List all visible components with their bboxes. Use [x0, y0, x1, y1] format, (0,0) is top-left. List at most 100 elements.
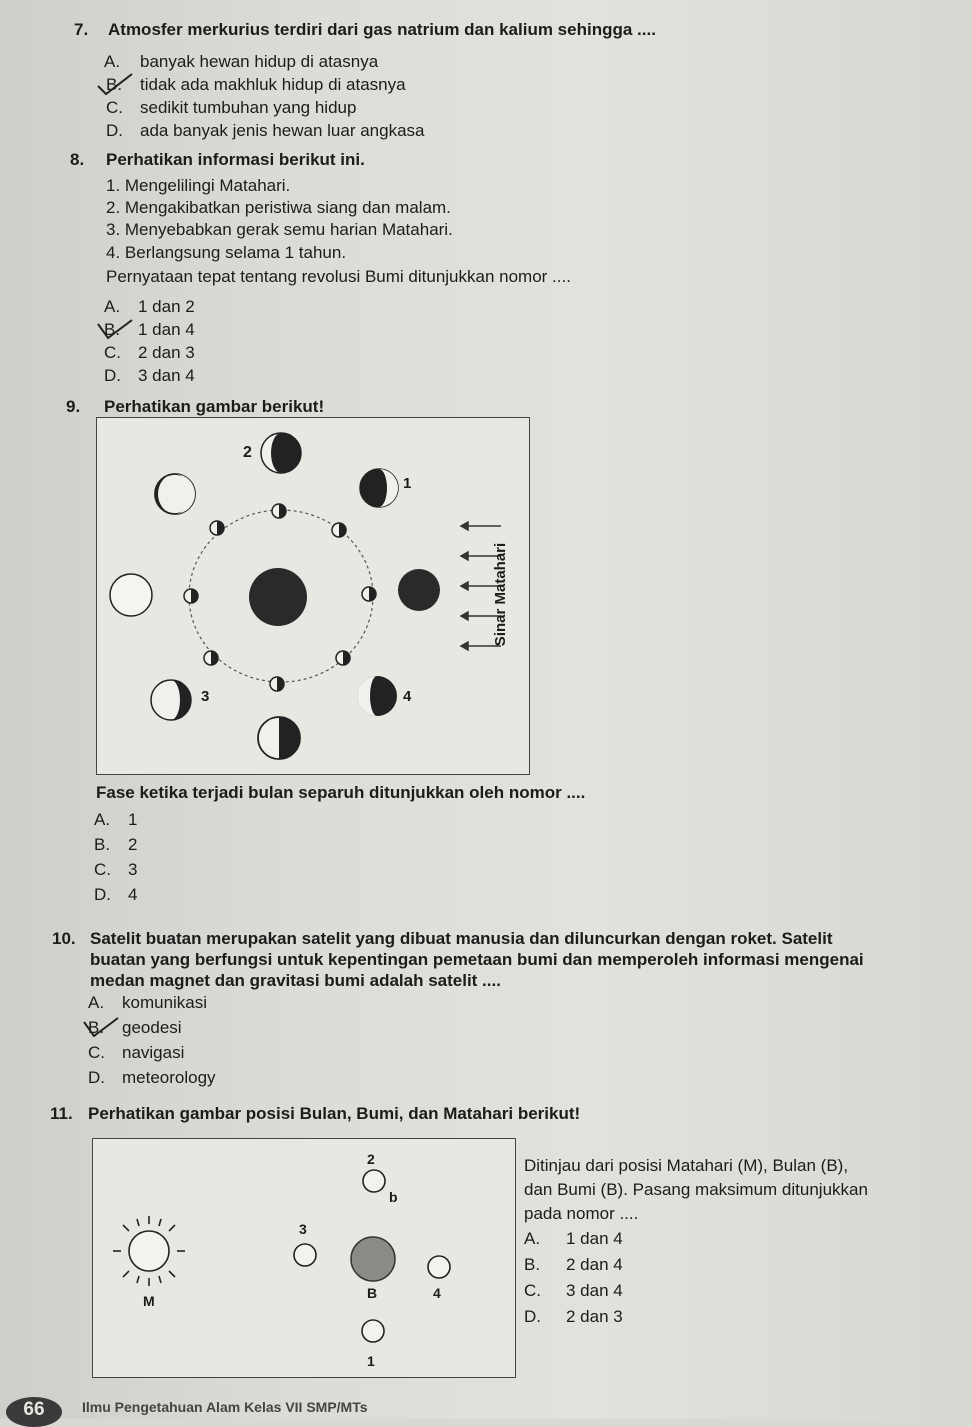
- option-letter: C.: [106, 98, 123, 117]
- option-letter: D.: [94, 885, 111, 904]
- moon-phase-new-outer: [398, 569, 440, 611]
- question-statement: Fase ketika terjadi bulan separuh ditunj…: [96, 783, 586, 802]
- option-letter: C.: [104, 343, 121, 362]
- option-text: 2: [128, 835, 138, 854]
- orbit-moon: [203, 650, 219, 666]
- option-text: 1 dan 4: [138, 320, 195, 339]
- figure-label-4: 4: [433, 1285, 441, 1301]
- option-letter: C.: [88, 1043, 105, 1062]
- option-text: 1: [128, 810, 138, 829]
- option-letter: D.: [104, 366, 121, 385]
- orbit-moon: [335, 650, 351, 666]
- option-text: tidak ada makhluk hidup di atasnya: [140, 75, 406, 94]
- option-text: 3 dan 4: [138, 366, 195, 385]
- orbit-moon: [183, 588, 199, 604]
- footer-book-title: Ilmu Pengetahuan Alam Kelas VII SMP/MTs: [82, 1399, 368, 1415]
- option-letter: A.: [94, 810, 111, 829]
- moon-position-2: [362, 1169, 386, 1193]
- option-letter: B.: [106, 75, 123, 94]
- question-line: dan Bumi (B). Pasang maksimum ditunjukka…: [524, 1180, 868, 1199]
- option-letter: A.: [104, 297, 121, 316]
- option-text: 1 dan 4: [566, 1229, 623, 1248]
- figure-label-B: B: [367, 1285, 378, 1301]
- figure-label-1: 1: [403, 475, 412, 492]
- figure-label-b: b: [389, 1189, 398, 1205]
- moon-phase-1: [359, 468, 399, 508]
- sun-icon: [113, 1216, 185, 1286]
- answer-check-mark: [83, 1017, 119, 1038]
- option-text: komunikasi: [122, 993, 208, 1012]
- answer-check-mark: [97, 319, 133, 340]
- page-footer: 66 Ilmu Pengetahuan Alam Kelas VII SMP/M…: [0, 1395, 972, 1427]
- question-number: 10.: [52, 929, 76, 948]
- moon-position-4: [427, 1255, 451, 1279]
- moon-position-1: [361, 1319, 385, 1343]
- orbit-moon: [269, 676, 285, 692]
- question-text: Perhatikan gambar posisi Bulan, Bumi, da…: [88, 1104, 581, 1123]
- option-text: meteorology: [122, 1068, 216, 1087]
- question-text: Atmosfer merkurius terdiri dari gas natr…: [108, 20, 656, 39]
- option-letter: B.: [94, 835, 111, 854]
- option-letter: D.: [524, 1307, 541, 1326]
- moon-phase-bottom: [257, 716, 301, 760]
- option-letter: C.: [94, 860, 111, 879]
- figure-label-2: 2: [243, 444, 252, 461]
- option-letter: C.: [524, 1281, 541, 1300]
- option-letter: A.: [104, 52, 121, 71]
- sunlight-arrows: [459, 520, 501, 652]
- question-number: 8.: [70, 150, 85, 169]
- earth-shape: [350, 1236, 396, 1282]
- moon-phase-3: [150, 679, 192, 721]
- option-letter: B.: [104, 320, 121, 339]
- info-item: 1. Mengelilingi Matahari.: [106, 176, 291, 195]
- figure-label-1: 1: [367, 1353, 375, 1369]
- answer-check-mark: [97, 73, 133, 96]
- option-text: 4: [128, 885, 138, 904]
- moon-phase-diagram: [109, 432, 501, 760]
- option-text: 3 dan 4: [566, 1281, 623, 1300]
- orbit-moon: [209, 520, 225, 536]
- figure-label-4: 4: [403, 688, 412, 705]
- page-number: 66: [6, 1397, 62, 1427]
- question-text: Perhatikan gambar berikut!: [104, 397, 325, 416]
- orbit-moon: [331, 522, 347, 538]
- orbit-moon: [271, 503, 287, 519]
- option-text: geodesi: [122, 1018, 182, 1037]
- question-text: Perhatikan informasi berikut ini.: [106, 150, 365, 169]
- figure-label-3: 3: [201, 688, 210, 705]
- moon-phase-outer-left-top: [154, 473, 196, 515]
- info-item: 4. Berlangsung selama 1 tahun.: [106, 243, 347, 262]
- figure-label-M: M: [143, 1293, 155, 1309]
- question-statement: Pernyataan tepat tentang revolusi Bumi d…: [106, 267, 571, 286]
- option-text: 2 dan 3: [566, 1307, 623, 1326]
- option-letter: A.: [524, 1229, 541, 1248]
- option-text: 3: [128, 860, 138, 879]
- moon-phase-figure: 2 1 3 4 Sinar Matahari: [96, 417, 530, 775]
- figure-label-2: 2: [367, 1151, 375, 1167]
- question-number: 7.: [74, 20, 89, 39]
- moon-phase-4: [357, 676, 397, 716]
- option-text: 1 dan 2: [138, 297, 195, 316]
- sun-earth-moon-figure: 2 b 3 B 4 M 1: [92, 1138, 516, 1378]
- earth-shape: [249, 568, 307, 626]
- option-text: 2 dan 4: [566, 1255, 623, 1274]
- option-letter: D.: [88, 1068, 105, 1087]
- figure-label-3: 3: [299, 1221, 307, 1237]
- question-line: medan magnet dan gravitasi bumi adalah s…: [90, 971, 501, 990]
- question-number: 9.: [66, 397, 81, 416]
- moon-position-3: [293, 1243, 317, 1267]
- question-line: Ditinjau dari posisi Matahari (M), Bulan…: [524, 1156, 849, 1175]
- orbit-moon: [361, 586, 377, 602]
- option-text: navigasi: [122, 1043, 185, 1062]
- option-letter: A.: [88, 993, 105, 1012]
- info-item: 3. Menyebabkan gerak semu harian Matahar…: [106, 220, 453, 239]
- info-item: 2. Mengakibatkan peristiwa siang dan mal…: [106, 198, 451, 217]
- question-line: pada nomor ....: [524, 1204, 639, 1223]
- question-line: buatan yang berfungsi untuk kepentingan …: [90, 950, 864, 969]
- moon-phase-2: [260, 432, 302, 474]
- moon-phase-full-outer: [109, 573, 153, 617]
- tide-diagram: [113, 1169, 451, 1343]
- option-letter: D.: [106, 121, 123, 140]
- option-text: 2 dan 3: [138, 343, 195, 362]
